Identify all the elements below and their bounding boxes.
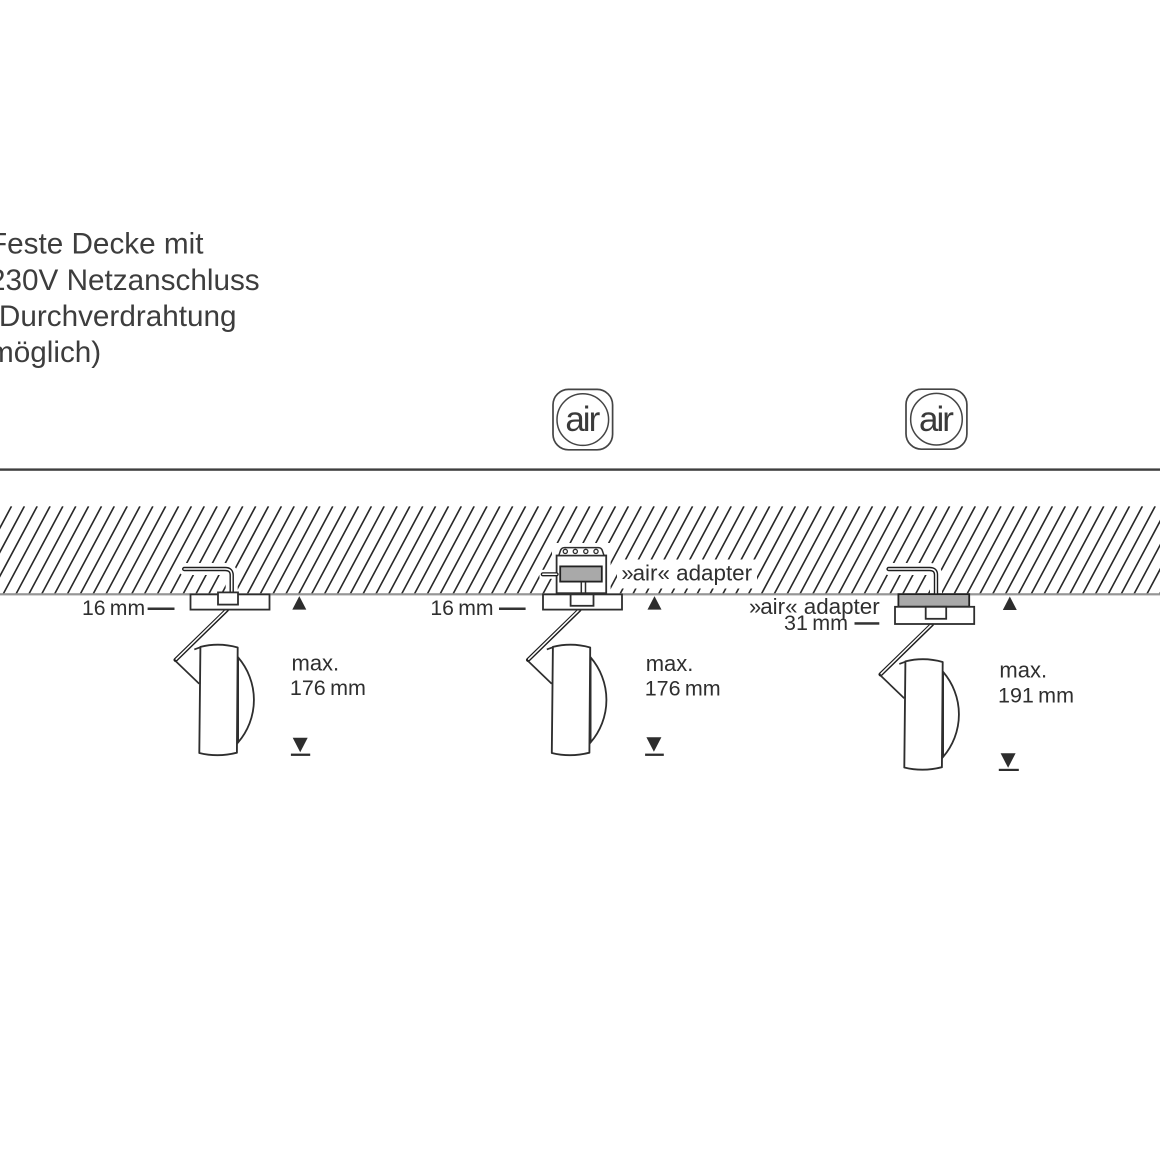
svg-text:230V Netzanschluss: 230V Netzanschluss	[0, 264, 260, 297]
svg-text:möglich): möglich)	[0, 336, 101, 369]
svg-text:176 mm: 176 mm	[290, 676, 366, 700]
svg-text:»: »	[621, 561, 633, 586]
svg-text:Feste Decke mit: Feste Decke mit	[0, 228, 204, 261]
svg-text:191 mm: 191 mm	[998, 684, 1074, 708]
svg-text:(Durchverdrahtung: (Durchverdrahtung	[0, 300, 237, 333]
svg-text:air« adapter: air« adapter	[760, 594, 880, 619]
svg-text:16 mm: 16 mm	[430, 597, 493, 620]
svg-text:air« adapter: air« adapter	[633, 561, 753, 586]
svg-text:176 mm: 176 mm	[645, 677, 721, 701]
svg-text:air: air	[565, 400, 600, 439]
svg-text:max.: max.	[999, 657, 1047, 682]
svg-text:16 mm: 16 mm	[82, 597, 145, 620]
svg-text:air: air	[919, 400, 954, 439]
svg-text:max.: max.	[646, 651, 694, 676]
svg-text:»: »	[749, 594, 761, 619]
svg-text:max.: max.	[292, 651, 340, 676]
svg-text:31 mm: 31 mm	[784, 611, 848, 635]
